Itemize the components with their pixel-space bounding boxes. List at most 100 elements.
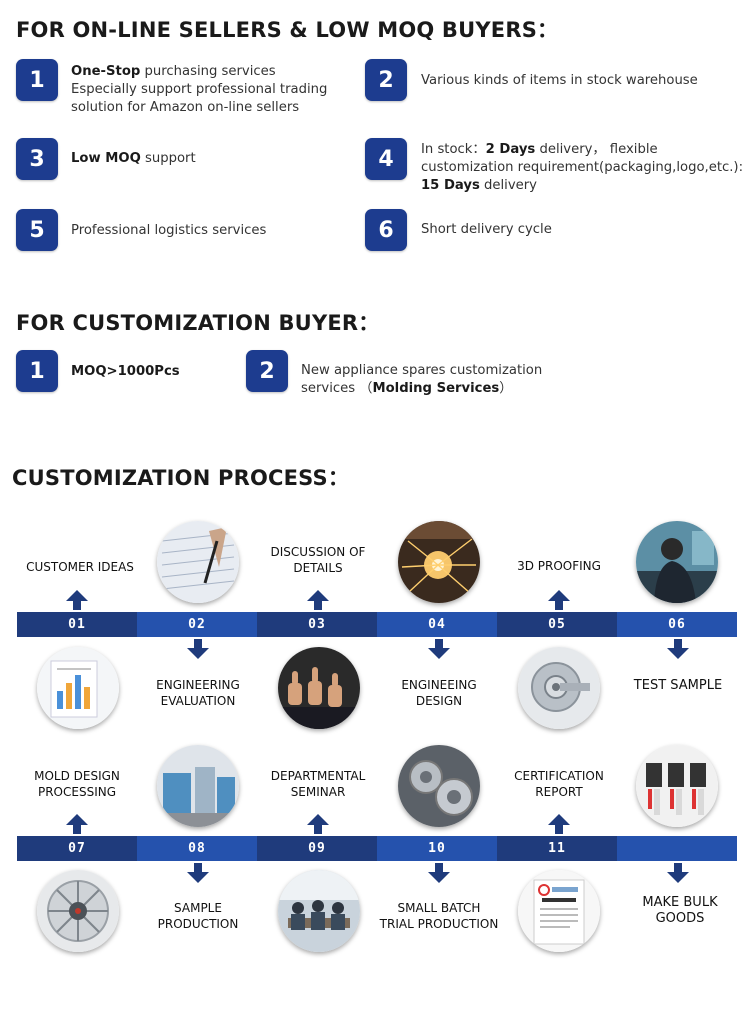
step-label-line: CUSTOMER IDEAS: [26, 560, 134, 574]
feature-text-2: Various kinds of items in stock warehous…: [421, 73, 698, 88]
step-label-line: TRIAL PRODUCTION: [379, 917, 499, 931]
sellers-section-title: FOR ON-LINE SELLERS & LOW MOQ BUYERS：: [16, 18, 559, 42]
thumbs-up-photo: [278, 647, 360, 729]
step-label-line: MOLD DESIGN: [34, 769, 120, 783]
step-number: 09: [257, 836, 377, 861]
arrow-up-icon: [66, 814, 88, 834]
step-label-line: TEST SAMPLE: [633, 678, 723, 693]
feature-badge-3: 3: [16, 138, 58, 180]
step-number: 10: [377, 836, 497, 861]
custom-text-1: MOQ>1000Pcs: [71, 363, 231, 381]
feature-line: Especially support professional trading: [71, 82, 328, 97]
step-number: 08: [137, 836, 257, 861]
welding-photo: [398, 521, 480, 603]
custom-line: New appliance spares customization: [301, 363, 543, 378]
feature-badge-4: 4: [365, 138, 407, 180]
step-label-10: SMALL BATCH TRIAL PRODUCTION: [374, 900, 504, 932]
step-label-line: SMALL BATCH: [397, 901, 481, 915]
step-label-01: CUSTOMER IDEAS: [20, 559, 140, 575]
step-label-line: 3D PROOFING: [517, 559, 601, 573]
feature-badge-2: 2: [365, 59, 407, 101]
arrow-down-icon: [667, 639, 689, 659]
feature-rest: support: [140, 151, 196, 166]
cast-parts-photo: [398, 745, 480, 827]
feature-line: solution for Amazon on-line sellers: [71, 100, 300, 115]
feature-text-5: Professional logistics services: [71, 223, 267, 238]
step-label-line: DETAILS: [293, 561, 343, 575]
feature-line: customization requirement(packaging,logo…: [421, 160, 744, 175]
feature-post: delivery: [479, 178, 537, 193]
custom-badge-2: 2: [246, 350, 288, 392]
step-label-09: DEPARTMENTAL SEMINAR: [258, 768, 378, 800]
step-label-03: DISCUSSION OF DETAILS: [258, 544, 378, 576]
step-number: 04: [377, 612, 497, 637]
arrow-down-icon: [428, 863, 450, 883]
step-label-08: SAMPLE PRODUCTION: [138, 900, 258, 932]
feature-rest: purchasing services: [140, 64, 276, 79]
charts-photo: [37, 647, 119, 729]
process-band-row1: 01 02 03 04 05 06: [17, 612, 737, 637]
components-photo: [636, 745, 718, 827]
step-label-06: TEST SAMPLE: [618, 678, 738, 694]
custom-bold: Molding Services: [372, 381, 500, 396]
custom-badge-1: 1: [16, 350, 58, 392]
step-label-line: SAMPLE: [174, 901, 222, 915]
step-label-line: PRODUCTION: [157, 917, 239, 931]
step-label-line: ENGINEEING: [401, 678, 477, 692]
step-label-05: 3D PROOFING: [499, 558, 619, 574]
feature-badge-1: 1: [16, 59, 58, 101]
sketch-photo: [157, 521, 239, 603]
step-label-11: CERTIFICATION REPORT: [499, 768, 619, 800]
step-label-line: CERTIFICATION: [514, 769, 604, 783]
arrow-down-icon: [187, 863, 209, 883]
feature-text-3: Low MOQ support: [71, 150, 361, 168]
factory-machine-photo: [157, 745, 239, 827]
arrow-up-icon: [548, 590, 570, 610]
arrow-up-icon: [66, 590, 88, 610]
feature-bold: 15 Days: [421, 178, 480, 193]
step-label-line: SEMINAR: [290, 785, 346, 799]
process-band-row2: 07 08 09 10 11: [17, 836, 737, 861]
process-section-title: CUSTOMIZATION PROCESS：: [12, 466, 350, 490]
feature-badge-6: 6: [365, 209, 407, 251]
feature-mid: delivery， flexible: [535, 142, 658, 157]
step-number: 11: [497, 836, 617, 861]
feature-text-4: In stock：2 Days delivery， flexible custo…: [421, 141, 746, 195]
feature-bold: Low MOQ: [71, 151, 141, 166]
step-label-line: ENGINEERING: [156, 678, 240, 692]
certificate-photo: [518, 870, 600, 952]
arrow-down-icon: [187, 639, 209, 659]
custom-post: ）: [499, 381, 513, 396]
step-number: [617, 836, 737, 861]
worker-photo: [636, 521, 718, 603]
step-label-line: DEPARTMENTAL: [270, 769, 366, 783]
custom-section-title: FOR CUSTOMIZATION BUYER：: [16, 311, 380, 335]
step-label-line: REPORT: [535, 785, 583, 799]
fan-part-photo: [37, 870, 119, 952]
step-label-line: DISCUSSION OF: [270, 545, 366, 559]
arrow-up-icon: [548, 814, 570, 834]
step-number: 02: [137, 612, 257, 637]
step-number: 07: [17, 836, 137, 861]
meeting-photo: [278, 870, 360, 952]
step-label-04: ENGINEEING DESIGN: [379, 677, 499, 709]
feature-badge-5: 5: [16, 209, 58, 251]
feature-bold: 2 Days: [485, 142, 536, 157]
arrow-down-icon: [667, 863, 689, 883]
feature-text-1: One-Stop purchasing services Especially …: [71, 63, 361, 117]
arrow-down-icon: [428, 639, 450, 659]
metal-part-photo: [518, 647, 600, 729]
custom-text-2: New appliance spares customization servi…: [301, 362, 601, 398]
step-number: 01: [17, 612, 137, 637]
step-label-line: DESIGN: [415, 694, 463, 708]
step-label-line: GOODS: [655, 911, 705, 926]
step-number: 03: [257, 612, 377, 637]
step-label-line: MAKE BULK: [642, 895, 718, 910]
custom-pre: services （: [301, 381, 373, 396]
step-number: 06: [617, 612, 737, 637]
feature-pre: In stock：: [421, 142, 486, 157]
step-number: 05: [497, 612, 617, 637]
